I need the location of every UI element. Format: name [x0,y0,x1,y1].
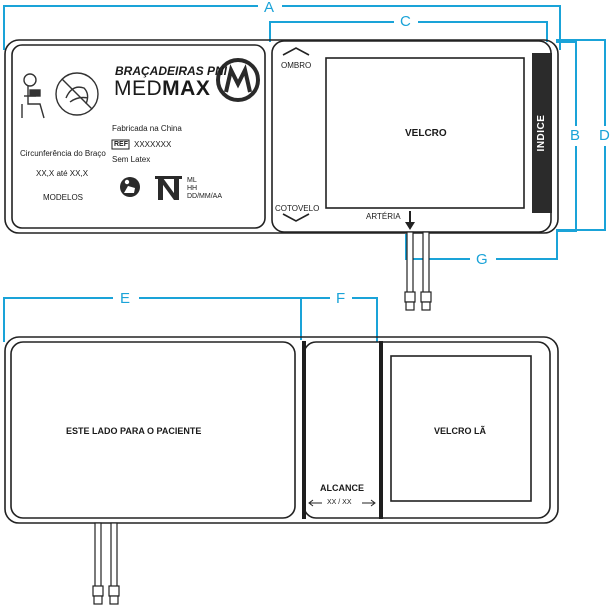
brand-med: MED [114,77,163,100]
dimension-f-label: F [336,290,346,307]
ref-badge: REF [114,141,128,148]
medmax-logo-icon [216,58,260,102]
indice-bar [532,53,552,213]
ombro-chevron-icon [282,47,310,56]
dimension-d-label: D [599,127,610,144]
instructions-icon [120,177,140,197]
dimension-c-label: C [400,13,411,30]
cotovelo-label: COTOVELO [275,204,320,213]
lot-code-ml: ML [187,177,197,184]
dimension-b-label: B [570,127,581,144]
alcance-bar-right [379,341,383,519]
patient-side-label: ESTE LADO PARA O PACIENTE [66,426,202,436]
velcro-la-label: VELCRO LÃ [434,426,487,436]
dimension-g-label: G [476,251,488,268]
ref-badge-box [111,139,130,150]
indice-label: INDICE [536,114,547,152]
cotovelo-chevron-icon [282,213,310,222]
ref-value: XXXXXXX [134,140,172,149]
arteria-label: ARTÉRIA [366,212,401,221]
brand-line1: BRAÇADEIRAS PNI [115,64,228,78]
alcance-bar-left [302,341,306,519]
range-value: XX,X até XX,X [36,169,89,178]
dimension-e-line [3,297,302,342]
dimension-e-label: E [120,290,131,307]
brand-line2: MEDMAX [114,78,210,99]
brand-max: MAX [162,77,211,100]
made-in-label: Fabricada na China [112,124,182,133]
ombro-label: OMBRO [281,61,312,70]
alcance-label: ALCANCE [320,483,364,493]
inmetro-icon [155,176,182,200]
no-latex-icon [55,72,99,116]
latex-label: Sem Latex [112,155,151,164]
dimension-a-label: A [264,0,275,16]
top-cuff-outline [4,39,559,234]
dimension-f-line [301,297,378,342]
lot-code-hh: HH [187,185,198,192]
bottom-tubes [92,522,120,605]
alcance-arrow-icon [308,499,376,507]
bottom-cuff-outline [4,336,559,524]
models-label: MODELOS [43,193,84,202]
velcro-label: VELCRO [405,128,447,139]
arrow-down-icon [405,211,415,230]
alcance-range: XX / XX [327,499,352,506]
patient-seated-icon [21,73,45,119]
top-tubes [404,231,432,311]
circumference-label: Circunferência do Braço [20,149,106,158]
lot-code-date: DD/MM/AA [187,193,222,200]
